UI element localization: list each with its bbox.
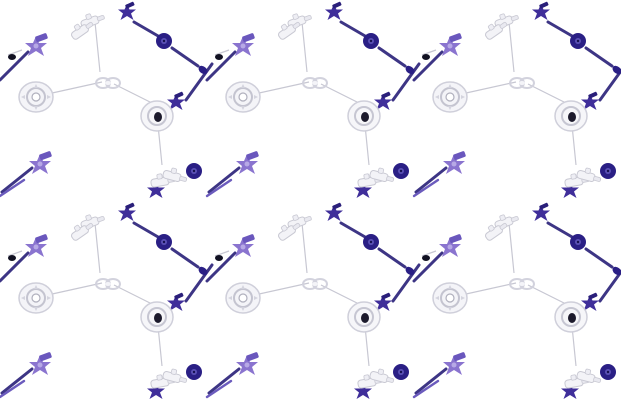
- tile-row-2: [0, 202, 621, 399]
- tile: [414, 202, 621, 399]
- tile: [207, 1, 419, 198]
- tile: [0, 1, 212, 198]
- tile: [207, 202, 419, 399]
- tile: [0, 202, 212, 399]
- tile-row-1: [0, 1, 621, 198]
- tile: [414, 1, 621, 198]
